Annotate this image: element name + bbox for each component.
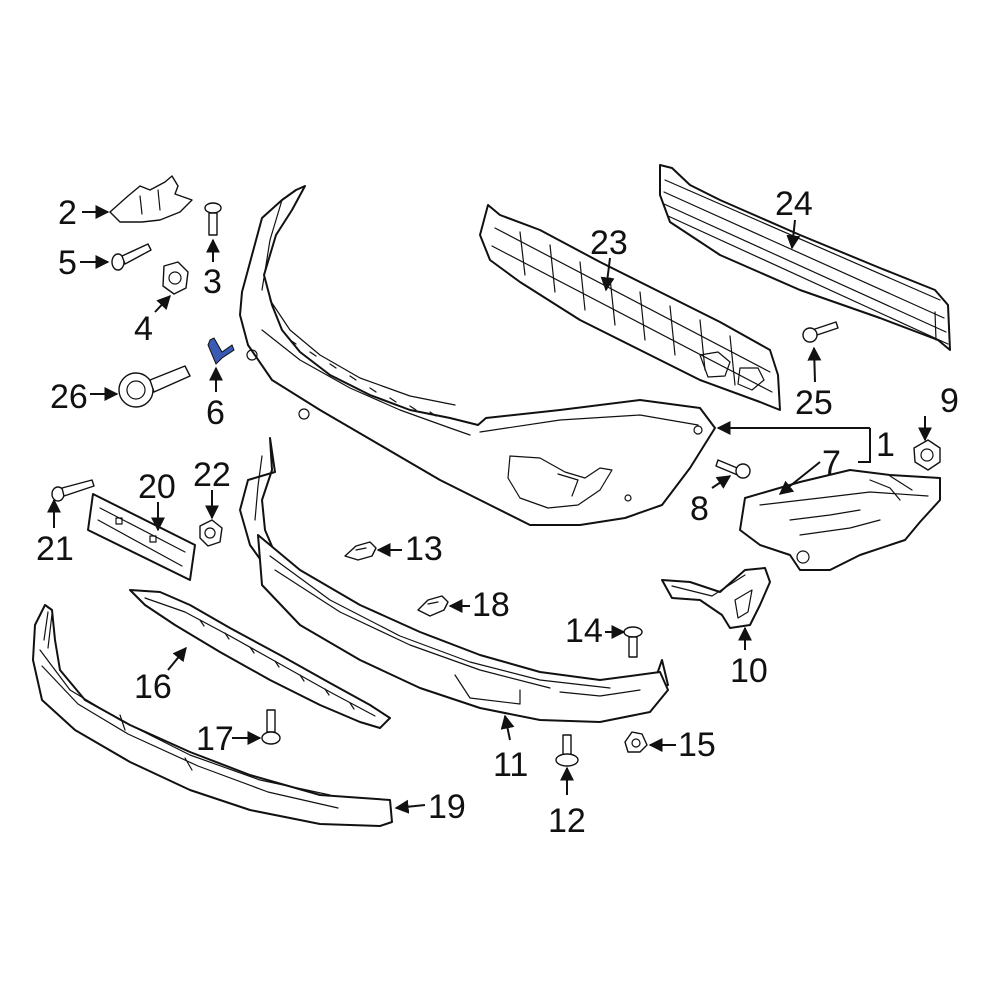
callout-21: 21 <box>36 530 74 568</box>
callout-7: 7 <box>822 444 841 482</box>
part-23-energy-absorber[interactable] <box>479 204 781 411</box>
callout-17: 17 <box>196 720 234 758</box>
callout-1: 1 <box>876 426 895 464</box>
part-15-seal[interactable] <box>624 731 648 753</box>
callout-26: 26 <box>50 378 88 416</box>
leader-lines <box>47 205 932 814</box>
callout-4: 4 <box>134 310 153 348</box>
part-1-bumper-cover[interactable] <box>239 185 716 526</box>
callout-10: 10 <box>730 652 768 690</box>
part-24-reinforcement-beam[interactable] <box>659 164 951 351</box>
callout-16: 16 <box>134 668 172 706</box>
part-19-lower-valance[interactable] <box>32 604 393 827</box>
callout-9: 9 <box>940 382 959 420</box>
callout-2: 2 <box>58 194 77 232</box>
callout-3: 3 <box>203 263 222 301</box>
part-20-license-bracket[interactable] <box>87 493 196 581</box>
part-16-grille-strip[interactable] <box>129 589 391 729</box>
part-10-bezel[interactable] <box>661 567 771 629</box>
callout-15: 15 <box>678 726 716 764</box>
callout-6: 6 <box>206 394 225 432</box>
callout-11: 11 <box>493 746 528 784</box>
part-18-clip[interactable] <box>417 595 449 617</box>
callout-14: 14 <box>565 612 603 650</box>
callout-19: 19 <box>428 788 466 826</box>
part-26-tow-eye[interactable] <box>118 365 191 408</box>
part-25-bolt[interactable] <box>802 321 839 343</box>
callout-8: 8 <box>690 490 709 528</box>
callout-5: 5 <box>58 244 77 282</box>
callout-24: 24 <box>775 185 813 223</box>
part-7-bracket[interactable] <box>739 469 941 571</box>
callout-13: 13 <box>405 530 443 568</box>
part-12-bolt[interactable] <box>555 734 579 767</box>
callout-23: 23 <box>590 224 628 262</box>
part-5-bolt[interactable] <box>111 243 152 271</box>
part-6-retainer-clip[interactable] <box>207 337 235 365</box>
callout-12: 12 <box>548 802 586 840</box>
callout-25: 25 <box>795 384 833 422</box>
part-8-bolt[interactable] <box>715 459 751 479</box>
part-17-stud[interactable] <box>261 709 281 745</box>
part-13-clip[interactable] <box>344 541 377 561</box>
part-22-nut[interactable] <box>199 519 223 547</box>
part-9-nut[interactable] <box>913 439 941 471</box>
part-21-bolt[interactable] <box>51 479 95 502</box>
callout-22: 22 <box>193 456 231 494</box>
part-3-screw[interactable] <box>204 202 222 236</box>
callout-18: 18 <box>472 586 510 624</box>
callout-labels: 1 2 3 4 5 6 7 8 9 10 11 12 13 14 15 16 1… <box>36 185 959 840</box>
part-11-lower-cover[interactable] <box>239 437 669 723</box>
part-14-screw[interactable] <box>623 626 643 658</box>
callout-20: 20 <box>138 468 176 506</box>
part-2-clip-bracket[interactable] <box>109 175 193 223</box>
part-4-nut[interactable] <box>162 261 189 295</box>
